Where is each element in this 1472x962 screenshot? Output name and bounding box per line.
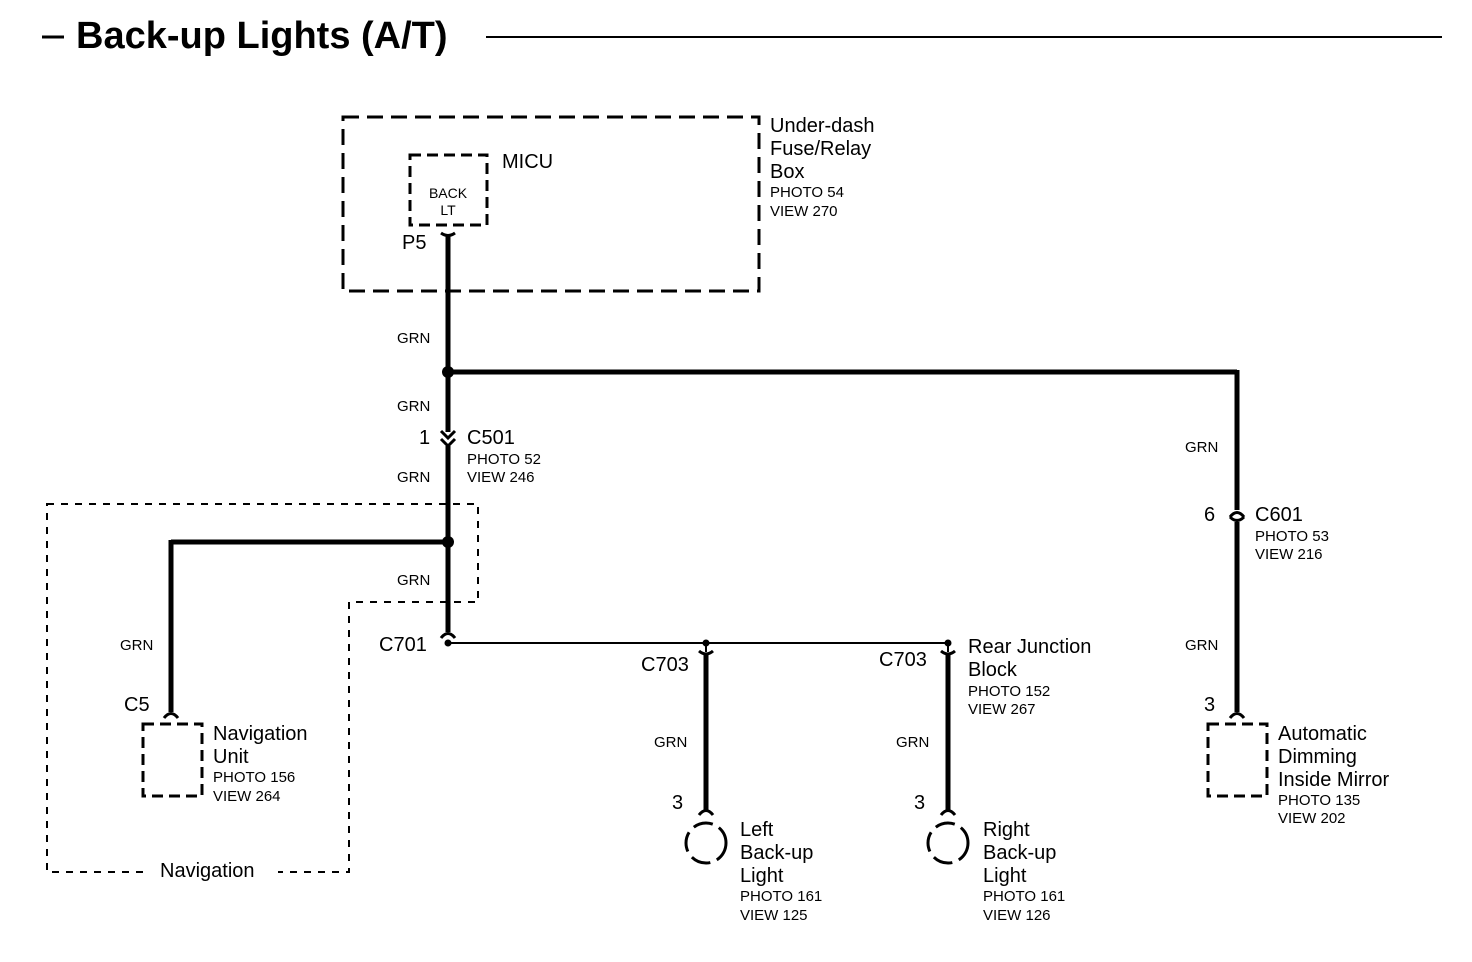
navigation-unit-view: VIEW 264 [213,788,281,805]
left-c703-label: C703 [641,654,689,676]
wire-color-label: GRN [397,398,430,415]
right-light-pin: 3 [914,792,925,814]
right-light-name-line-1: Right [983,819,1030,841]
c601-connector-bottom [1228,515,1246,522]
left-light-name-line-2: Back-up [740,842,813,864]
c601-photo: PHOTO 53 [1255,528,1329,545]
left-light-connector-symbol [697,809,715,816]
micu-label: MICU [502,151,553,173]
navigation-unit-name-line-2: Unit [213,746,249,768]
right-c703-connector-symbol [940,649,956,656]
c501-pin: 1 [419,427,430,449]
back-lt-fuse-outline [408,153,489,227]
c701-label: C701 [379,634,427,656]
left-light-pin: 3 [672,792,683,814]
wire-color-label: GRN [896,734,929,751]
c501-photo: PHOTO 52 [467,451,541,468]
c501-name: C501 [467,427,515,449]
fuse-box-view: VIEW 270 [770,203,838,220]
wire-color-label: GRN [120,637,153,654]
rear-junction-view: VIEW 267 [968,701,1036,718]
fuse-box-name-line-3: Box [770,161,804,183]
mirror-unit-outline [1206,722,1269,798]
p5-pin-label: P5 [402,232,426,254]
wire-color-label: GRN [397,330,430,347]
navigation-region-outline [46,503,479,873]
p5-connector-symbol [440,231,456,237]
rear-junction-name-line-1: Rear Junction [968,636,1091,658]
wire-color-label: GRN [397,572,430,589]
fuse-box-photo: PHOTO 54 [770,184,844,201]
c601-connector-top [1228,511,1246,518]
c601-name: C601 [1255,504,1303,526]
mirror-name-line-1: Automatic [1278,723,1367,745]
navigation-region-label-bg [150,860,278,884]
navigation-region-label: Navigation [160,860,255,882]
navigation-unit-name-line-1: Navigation [213,723,308,745]
right-light-name-line-2: Back-up [983,842,1056,864]
left-c703-connector-symbol [698,649,714,656]
rear-junction-name-line-2: Block [968,659,1018,681]
left-light-name-line-1: Left [740,819,774,841]
left-light-photo: PHOTO 161 [740,888,822,905]
mirror-view: VIEW 202 [1278,810,1346,827]
navigation-unit-photo: PHOTO 156 [213,769,295,786]
right-light-name-line-3: Light [983,865,1027,887]
fuse-label-line-2: LT [440,202,456,218]
right-light-photo: PHOTO 161 [983,888,1065,905]
left-light-view: VIEW 125 [740,907,808,924]
right-light-connector-symbol [939,809,957,816]
diagram-title: Back-up Lights (A/T) [76,15,448,57]
navigation-unit-outline [141,722,204,798]
mirror-connector-symbol [1228,712,1246,719]
fuse-relay-box-outline [341,115,761,293]
fuse-box-name-line-2: Fuse/Relay [770,138,871,160]
mirror-pin: 3 [1204,694,1215,716]
c601-pin: 6 [1204,504,1215,526]
right-bulb-icon [926,821,970,865]
left-light-name-line-3: Light [740,865,784,887]
mirror-name-line-3: Inside Mirror [1278,769,1389,791]
right-c703-label: C703 [879,649,927,671]
rear-junction-photo: PHOTO 152 [968,683,1050,700]
c5-connector-symbol [162,712,180,719]
c701-connector-symbol [439,632,457,639]
wire-color-label: GRN [1185,439,1218,456]
mirror-photo: PHOTO 135 [1278,792,1360,809]
left-bulb-icon [684,821,728,865]
wire-color-label: GRN [1185,637,1218,654]
c601-view: VIEW 216 [1255,546,1323,563]
fuse-box-name-line-1: Under-dash [770,115,875,137]
c501-connector-top [439,429,457,441]
wire-color-label: GRN [654,734,687,751]
c5-label: C5 [124,694,150,716]
wire-color-label: GRN [397,469,430,486]
c501-view: VIEW 246 [467,469,535,486]
right-light-view: VIEW 126 [983,907,1051,924]
fuse-label-line-1: BACK [429,185,468,201]
mirror-name-line-2: Dimming [1278,746,1357,768]
